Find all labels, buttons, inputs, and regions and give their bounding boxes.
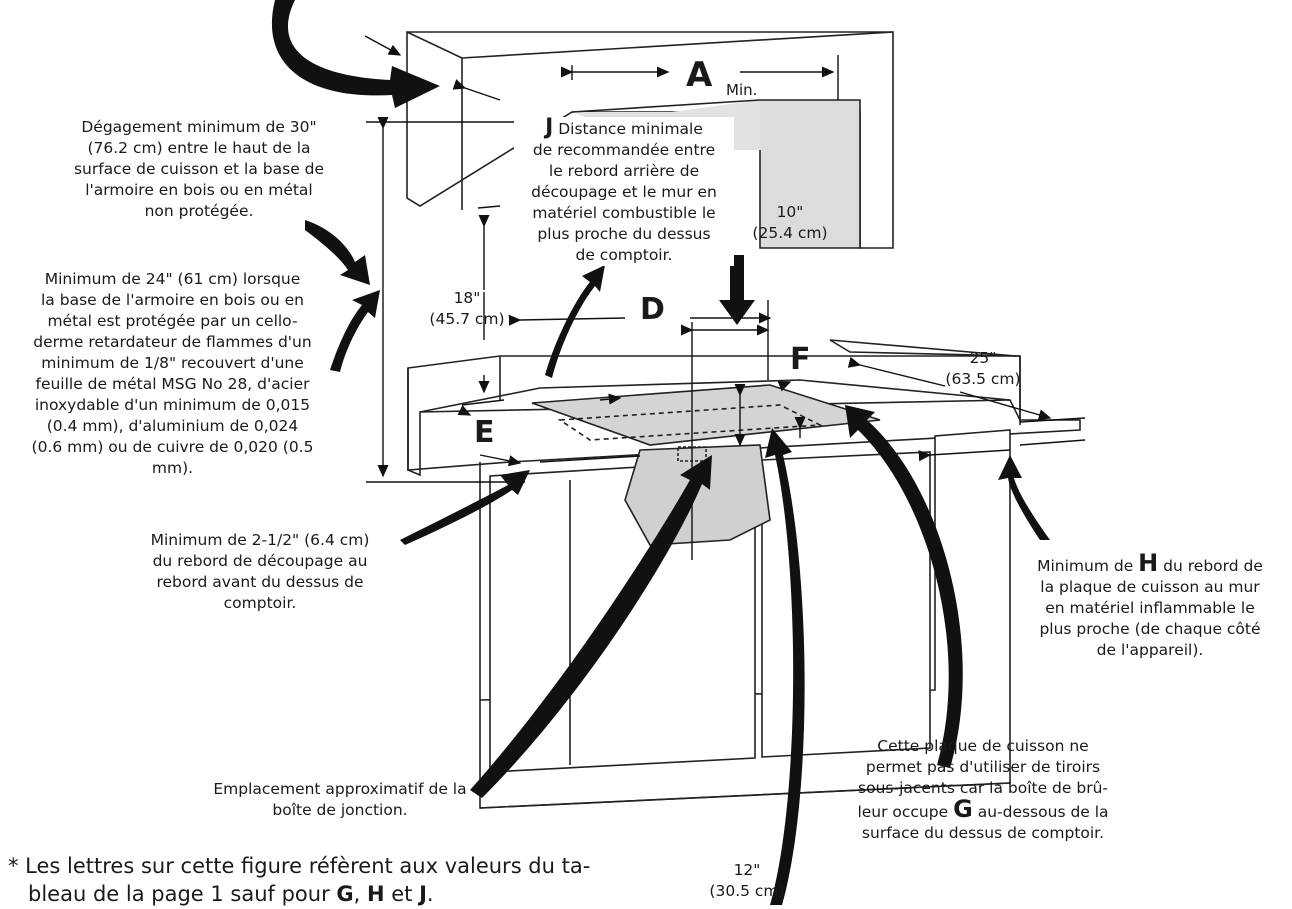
letter-g: G xyxy=(953,795,973,823)
note-g: Cette plaque de cuisson ne permet pas d'… xyxy=(857,737,1109,842)
letter-f: F xyxy=(790,342,811,377)
note-h: Minimum de H du rebord de la plaque de c… xyxy=(1037,549,1263,659)
letter-a: A xyxy=(686,55,713,95)
note-junction-box: Emplacement approximatif de la boîte de … xyxy=(213,780,467,819)
measurement-25in: 25" (63.5 cm) xyxy=(945,349,1021,388)
measurement-10in: 10" (25.4 cm) xyxy=(752,203,828,242)
note-j: J Distance minimale de recommandée entre… xyxy=(514,117,734,266)
note-min-2-5: Minimum de 2-1/2" (6.4 cm) du rebord de … xyxy=(150,531,370,612)
pointer-arrows xyxy=(271,0,1050,905)
footnote-letter-g: G xyxy=(336,882,354,906)
measurement-18in: 18" (45.7 cm) xyxy=(429,289,505,328)
footnote-letter-h: H xyxy=(367,882,385,906)
note-clearance-24: Minimum de 24" (61 cm) lorsque la base d… xyxy=(31,270,314,477)
letter-a-subscript: Min. xyxy=(726,81,758,99)
measurement-12in: 12" (30.5 cm) xyxy=(709,861,785,900)
dimension-lines xyxy=(364,35,1086,560)
footnote: * Les lettres sur cette figure réfèrent … xyxy=(8,854,591,906)
letter-d: D xyxy=(640,292,665,327)
footnote-letter-j: J xyxy=(419,882,427,906)
letter-e: E xyxy=(474,415,495,450)
note-clearance-30: Dégagement minimum de 30" (76.2 cm) entr… xyxy=(73,118,325,220)
letter-j: J xyxy=(545,115,554,140)
letter-h: H xyxy=(1138,549,1159,577)
